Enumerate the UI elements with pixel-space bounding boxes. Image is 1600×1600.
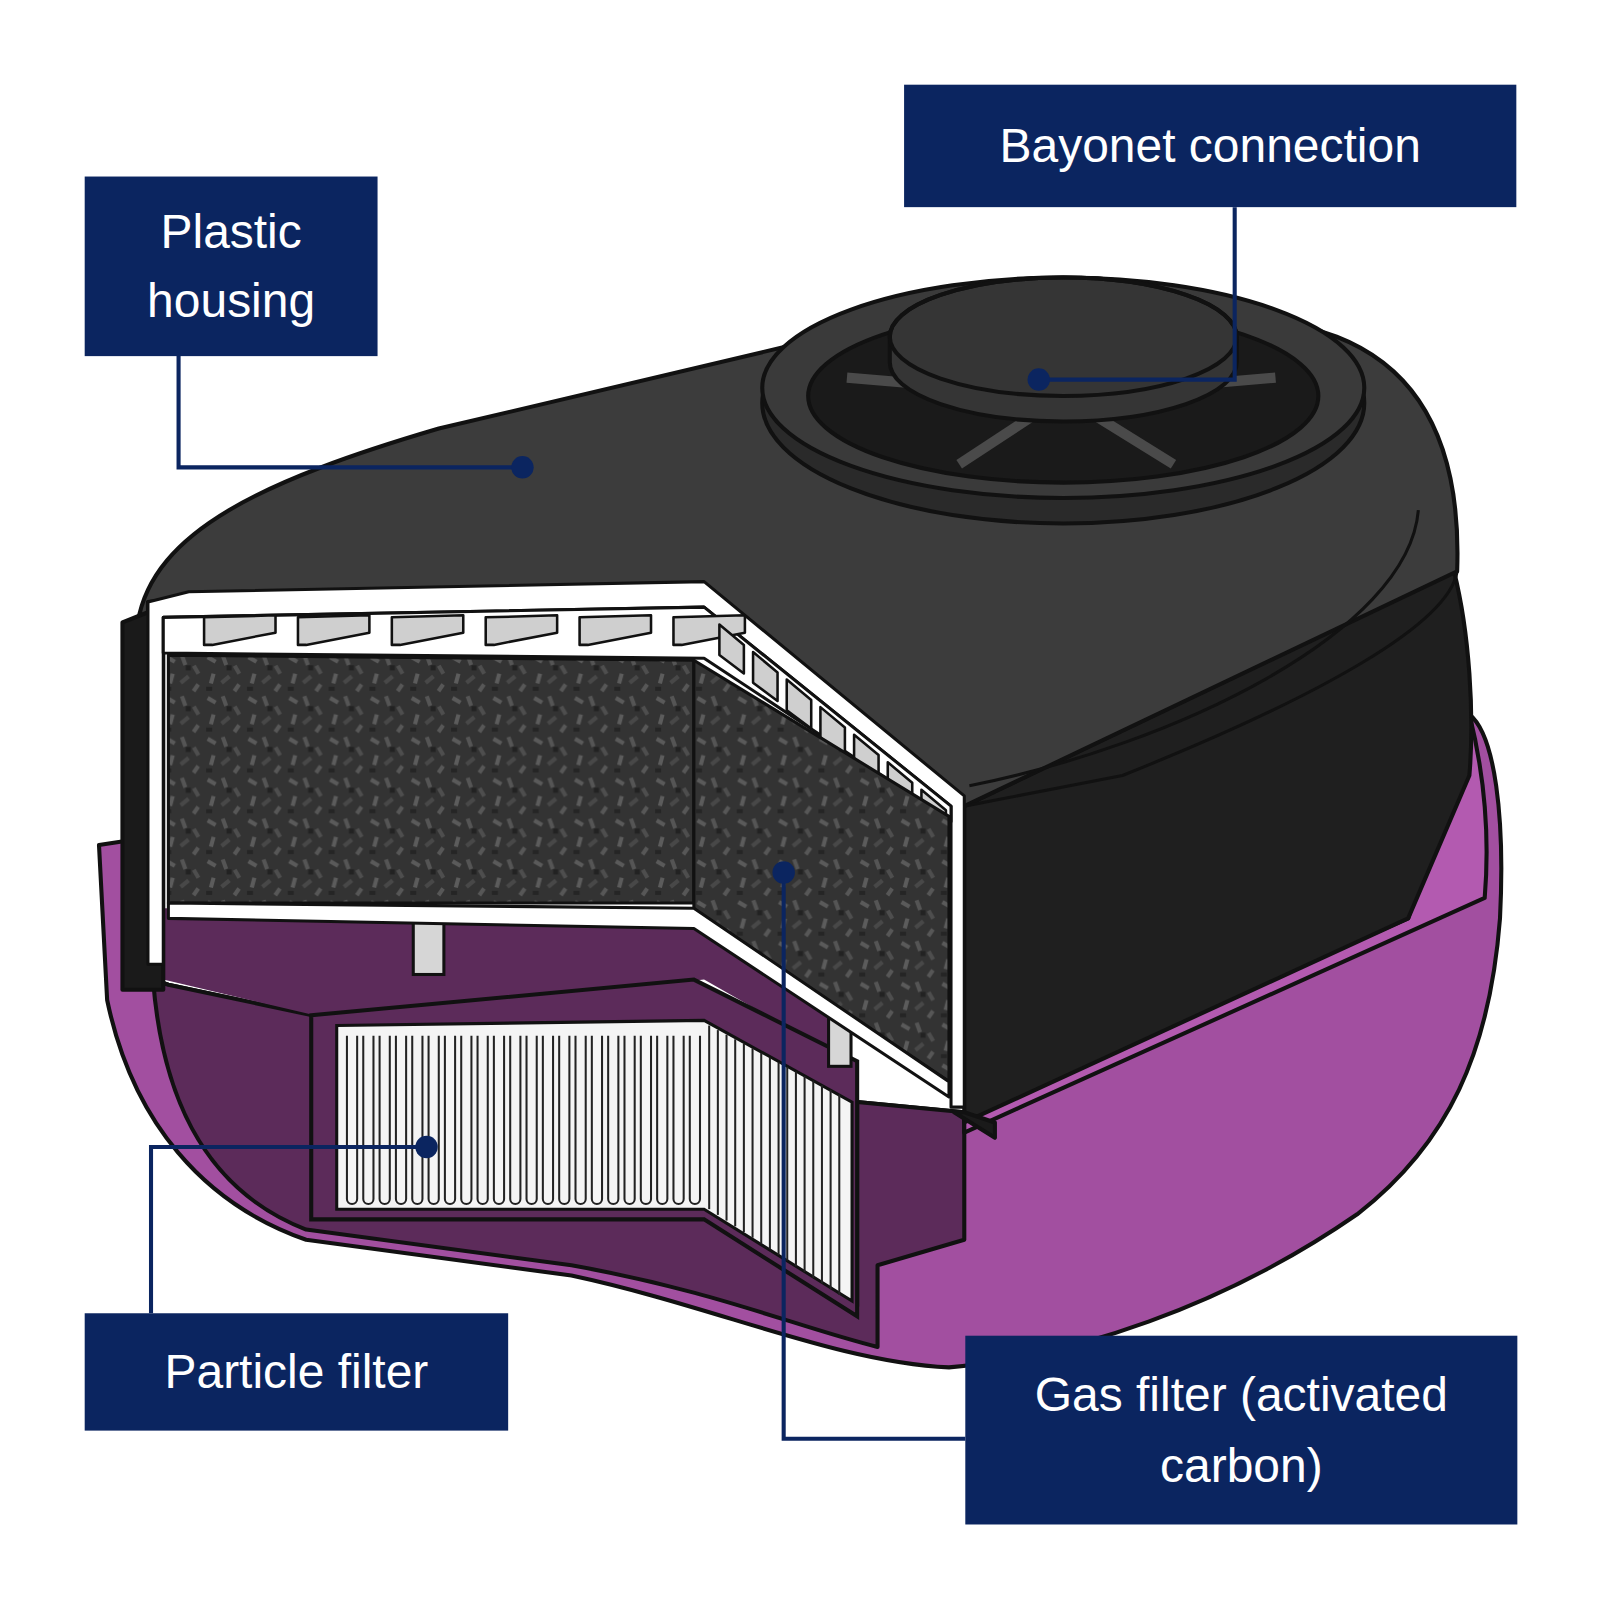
bayonet-illustration [762,278,1364,524]
pleat [726,1035,728,1221]
pleat [543,1036,553,1204]
pleat [830,1090,832,1289]
cut-wall [148,582,964,1108]
filter-pleats [347,1026,839,1295]
pleat [445,1036,455,1204]
pleat [778,1062,780,1255]
pleat [760,1053,762,1243]
leader-lines [151,207,1235,1439]
pleat [795,1071,797,1266]
pleat [510,1036,520,1204]
pleat [812,1081,814,1278]
leader-dot [511,456,533,478]
pleat [743,1044,745,1232]
callout-label: Plastic housing [85,177,378,357]
rib [298,615,369,645]
pleat [804,1076,806,1272]
leader-line [784,872,966,1438]
rib [753,652,777,701]
label-text: Bayonet connection [1000,111,1421,181]
bayonet-collar [890,278,1237,422]
callout-label: Particle filter [85,1313,508,1430]
pleat [624,1036,634,1204]
pleat [641,1036,651,1204]
pleat [708,1026,710,1210]
pleat [478,1036,488,1204]
pleat [734,1039,736,1226]
shell-cut-face [153,980,964,1347]
label-text: Particle filter [164,1337,428,1407]
callout-label: Gas filter (activated carbon) [965,1336,1517,1525]
pleat [657,1036,667,1204]
pleat [690,1036,700,1204]
housing-step [969,510,1418,786]
label-text: Plastic housing [103,197,359,336]
housing-lip [954,1112,995,1138]
pleat [494,1036,504,1204]
leader-line [179,356,523,467]
leader-dot [415,1136,437,1158]
leader-line [151,1147,427,1313]
label-text: Gas filter (activated carbon) [984,1361,1499,1500]
leader-dot [1028,368,1050,390]
filter-media [337,1020,852,1301]
pleat [608,1036,618,1204]
pleat [769,1058,771,1250]
leader-dot [772,861,794,883]
pleat [838,1094,840,1295]
leader-dots [415,368,1050,1158]
rib [486,615,557,645]
pleat [412,1036,422,1204]
pleat [429,1036,439,1204]
carbon-bed-front [168,655,694,903]
rib [580,615,651,645]
pleat [347,1036,357,1204]
housing-cutaway [148,582,964,1108]
carbon-base [168,903,949,1097]
bayonet-rim [762,278,1364,498]
pleat [461,1036,471,1204]
callout-label: Bayonet connection [904,85,1516,207]
carbon-bed-side [694,660,949,1081]
pleat [576,1036,586,1204]
pleat [527,1036,537,1204]
rib [392,615,463,645]
pleat [396,1036,406,1204]
pleat [592,1036,602,1204]
pleat [821,1085,823,1283]
rib [204,615,275,645]
pleat [559,1036,569,1204]
pleat [380,1036,390,1204]
pleat [752,1048,754,1237]
pleat [786,1067,788,1261]
pleat [717,1030,719,1215]
rib [719,624,743,673]
pleat [673,1036,683,1204]
leader-line [1039,207,1235,379]
pleat [363,1036,373,1204]
support-post [413,918,444,974]
